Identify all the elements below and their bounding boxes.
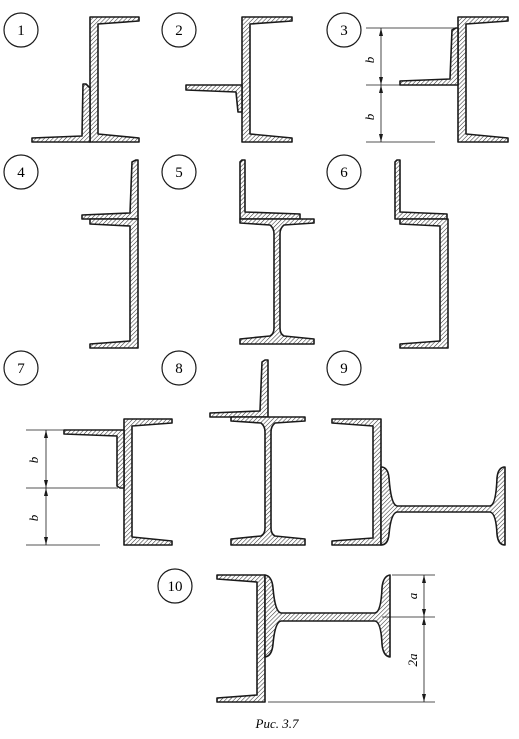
panel-8: 8 <box>161 350 306 546</box>
panel-7-sections <box>63 418 173 546</box>
dim-b-upper: b <box>362 56 377 63</box>
panel-1-label: 1 <box>3 12 39 48</box>
panel-1-sections <box>31 16 140 143</box>
panel-10: 10 a 2a <box>157 568 435 703</box>
panel-9-sections <box>331 418 506 546</box>
panel-5: 5 <box>161 154 315 345</box>
figure-caption: Рис. 3.7 <box>255 716 299 731</box>
panel-7-label: 7 <box>3 350 39 386</box>
panel-5-sections <box>239 159 315 345</box>
svg-text:2: 2 <box>175 23 183 39</box>
panel-6: 6 <box>326 154 449 349</box>
panel-6-sections <box>394 159 449 349</box>
svg-text:8: 8 <box>175 361 183 377</box>
panel-3: 3 b b <box>326 12 509 143</box>
panel-4-sections <box>81 159 139 349</box>
panel-10-label: 10 <box>157 568 193 604</box>
panel-4: 4 <box>3 154 139 349</box>
panel-10-dimensions: a 2a <box>268 574 435 703</box>
dim-b-upper: b <box>26 456 41 463</box>
panel-9-label: 9 <box>326 350 362 386</box>
panel-7-dimensions: b b <box>26 429 118 546</box>
panel-3-label: 3 <box>326 12 362 48</box>
panel-5-label: 5 <box>161 154 197 190</box>
panel-2-sections <box>185 16 293 143</box>
svg-text:7: 7 <box>17 361 25 377</box>
panel-8-label: 8 <box>161 350 197 386</box>
panel-2-label: 2 <box>161 12 197 48</box>
svg-text:5: 5 <box>175 165 183 181</box>
panel-10-sections <box>216 574 391 703</box>
panel-2: 2 <box>161 12 293 143</box>
panel-4-label: 4 <box>3 154 39 190</box>
svg-text:3: 3 <box>340 23 348 39</box>
dim-2a: 2a <box>405 653 420 667</box>
panel-3-dimensions: b b <box>362 27 455 143</box>
svg-text:4: 4 <box>17 165 25 181</box>
panel-6-label: 6 <box>326 154 362 190</box>
svg-text:6: 6 <box>340 165 348 181</box>
svg-text:1: 1 <box>17 23 25 39</box>
dim-b-lower: b <box>362 113 377 120</box>
svg-text:10: 10 <box>168 579 183 595</box>
panel-1: 1 <box>3 12 140 143</box>
svg-text:9: 9 <box>340 361 348 377</box>
panel-7: 7 b b <box>3 350 173 546</box>
dim-a: a <box>405 592 420 599</box>
dim-b-lower: b <box>26 514 41 521</box>
panel-3-sections <box>399 16 509 143</box>
panel-8-sections <box>209 359 306 546</box>
panel-9: 9 <box>326 350 506 546</box>
